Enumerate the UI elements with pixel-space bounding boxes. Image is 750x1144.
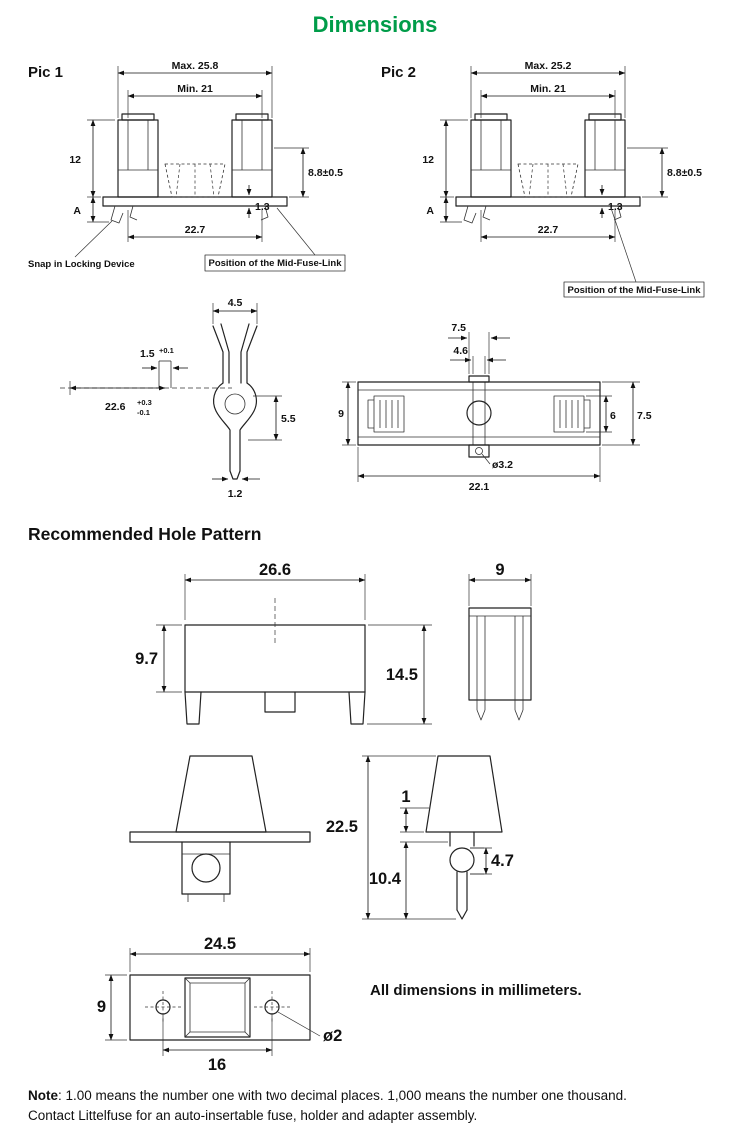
top-view-drawing: 7.5 4.6 9 6 7.5 ø3.2 22.1 xyxy=(338,322,652,493)
hole-side-outline xyxy=(468,607,532,721)
hole-bottom-dim-hole-spacing: 16 xyxy=(208,1056,226,1074)
clip-dim-pin-tip: 1.2 xyxy=(228,488,243,500)
pin-view-dim-lower: 10.4 xyxy=(369,870,402,888)
pic1-dim-base-width: 22.7 xyxy=(185,224,206,236)
hole-bottom-dimensions: 24.5 9 16 ø2 xyxy=(97,935,342,1074)
pic2-dim-base-width: 22.7 xyxy=(538,224,559,236)
pic1-dim-a: A xyxy=(73,205,81,217)
top-view-dim-length: 22.1 xyxy=(469,481,490,493)
units-note: All dimensions in millimeters. xyxy=(370,982,582,999)
pic2-dim-offset: 1.3 xyxy=(608,201,623,213)
clip-outline xyxy=(158,323,258,480)
clip-dim-top-width: 4.5 xyxy=(228,297,243,309)
pic1-snap-label: Snap in Locking Device xyxy=(28,259,135,270)
pic2-dim-height: 12 xyxy=(422,154,434,166)
pic2-dim-depth: 8.8±0.5 xyxy=(667,167,702,179)
top-view-dim-tab-inner: 4.6 xyxy=(453,345,468,357)
pic2-midfuse-label: Position of the Mid-Fuse-Link xyxy=(568,285,702,296)
hole-front-dim-width: 26.6 xyxy=(259,561,291,579)
hole-bottom-drawing: 24.5 9 16 ø2 xyxy=(97,935,342,1074)
hole-bottom-dim-hole: ø2 xyxy=(323,1027,342,1045)
hole-side-drawing: 9 xyxy=(468,561,532,721)
pic1-label: Pic 1 xyxy=(28,64,63,81)
top-view-dim-clip-height: 6 xyxy=(610,410,616,422)
pic1-dim-height: 12 xyxy=(69,154,81,166)
pic2-annotations: Position of the Mid-Fuse-Link xyxy=(563,207,705,298)
footer-note-rest: : 1.00 means the number one with two dec… xyxy=(58,1088,627,1103)
hole-front-drawing: 26.6 9.7 14.5 xyxy=(135,561,432,725)
clip-dim-offset: 22.6 xyxy=(105,401,126,413)
pic2-dimensions: Max. 25.2 Min. 21 12 A 8.8±0.5 1.3 22.7 xyxy=(422,60,702,242)
pic1-dim-max-width: Max. 25.8 xyxy=(172,60,219,72)
hole-front-dimensions: 26.6 9.7 14.5 xyxy=(135,561,432,725)
pic1-dim-depth: 8.8±0.5 xyxy=(308,167,343,179)
pic1-dimensions: Max. 25.8 Min. 21 12 A 8.8±0.5 1.3 22.7 xyxy=(69,60,343,242)
footer-note-line2: Contact Littelfuse for an auto-insertabl… xyxy=(28,1108,478,1123)
top-view-outline xyxy=(357,375,601,458)
top-view-dimensions: 7.5 4.6 9 6 7.5 ø3.2 22.1 xyxy=(338,322,652,493)
pic2-label: Pic 2 xyxy=(381,64,416,81)
pic1-dim-offset: 1.3 xyxy=(255,201,270,213)
top-view-dim-clip-outer: 7.5 xyxy=(637,410,652,422)
hole-front-outline xyxy=(184,598,366,725)
hole-pattern-heading: Recommended Hole Pattern xyxy=(28,524,262,544)
pin-view-dim-clip: 4.7 xyxy=(491,852,514,870)
pic1-midfuse-label: Position of the Mid-Fuse-Link xyxy=(209,258,343,269)
top-view-dim-tab-outer: 7.5 xyxy=(451,322,466,334)
pin-view-dim-total-height: 22.5 xyxy=(326,818,358,836)
clip-dimensions: 4.5 1.5 +0.1 22.6 +0.3 -0.1 5.5 1.2 xyxy=(60,297,296,500)
hole-front-dim-right-height: 14.5 xyxy=(386,666,418,684)
footer-note-line1: Note: 1.00 means the number one with two… xyxy=(28,1086,733,1106)
hole-bottom-dim-width: 24.5 xyxy=(204,935,236,953)
clip-dim-pin-width: 1.5 xyxy=(140,348,155,360)
pic2-part-outline xyxy=(455,113,641,224)
pic1-annotations: Snap in Locking Device Position of the M… xyxy=(28,207,346,272)
footer-note-label: Note xyxy=(28,1088,58,1103)
pin-view-drawing: 22.5 1 10.4 4.7 xyxy=(129,755,514,920)
pin-view-dimensions: 22.5 1 10.4 4.7 xyxy=(326,755,514,920)
pic2-dim-a: A xyxy=(426,205,434,217)
footer-note: Note: 1.00 means the number one with two… xyxy=(28,1086,733,1126)
hole-bottom-outline xyxy=(129,974,311,1041)
pic2-drawing: Pic 2 Max. xyxy=(381,60,705,298)
hole-side-dimensions: 9 xyxy=(468,561,532,606)
clip-dim-jaw-height: 5.5 xyxy=(281,413,296,425)
pin-view-outline xyxy=(129,755,503,920)
page-title: Dimensions xyxy=(312,12,438,37)
pic1-drawing: Pic 1 Max. xyxy=(28,60,346,272)
hole-front-dim-left-height: 9.7 xyxy=(135,650,158,668)
clip-dim-pin-width-tol: +0.1 xyxy=(159,346,174,355)
hole-bottom-dim-height: 9 xyxy=(97,998,106,1016)
top-view-dim-body-height: 9 xyxy=(338,408,344,420)
clip-detail-drawing: 4.5 1.5 +0.1 22.6 +0.3 -0.1 5.5 1.2 xyxy=(60,297,296,500)
pic1-dim-min-width: Min. 21 xyxy=(177,83,213,95)
pin-view-dim-top: 1 xyxy=(401,788,410,806)
clip-dim-offset-tol-minus: -0.1 xyxy=(137,408,150,417)
hole-side-dim-width: 9 xyxy=(495,561,504,579)
pic2-dim-min-width: Min. 21 xyxy=(530,83,566,95)
top-view-dim-hole: ø3.2 xyxy=(492,459,513,471)
clip-dim-offset-tol-plus: +0.3 xyxy=(137,398,152,407)
pic2-dim-max-width: Max. 25.2 xyxy=(525,60,572,72)
pic1-part-outline xyxy=(102,113,288,224)
